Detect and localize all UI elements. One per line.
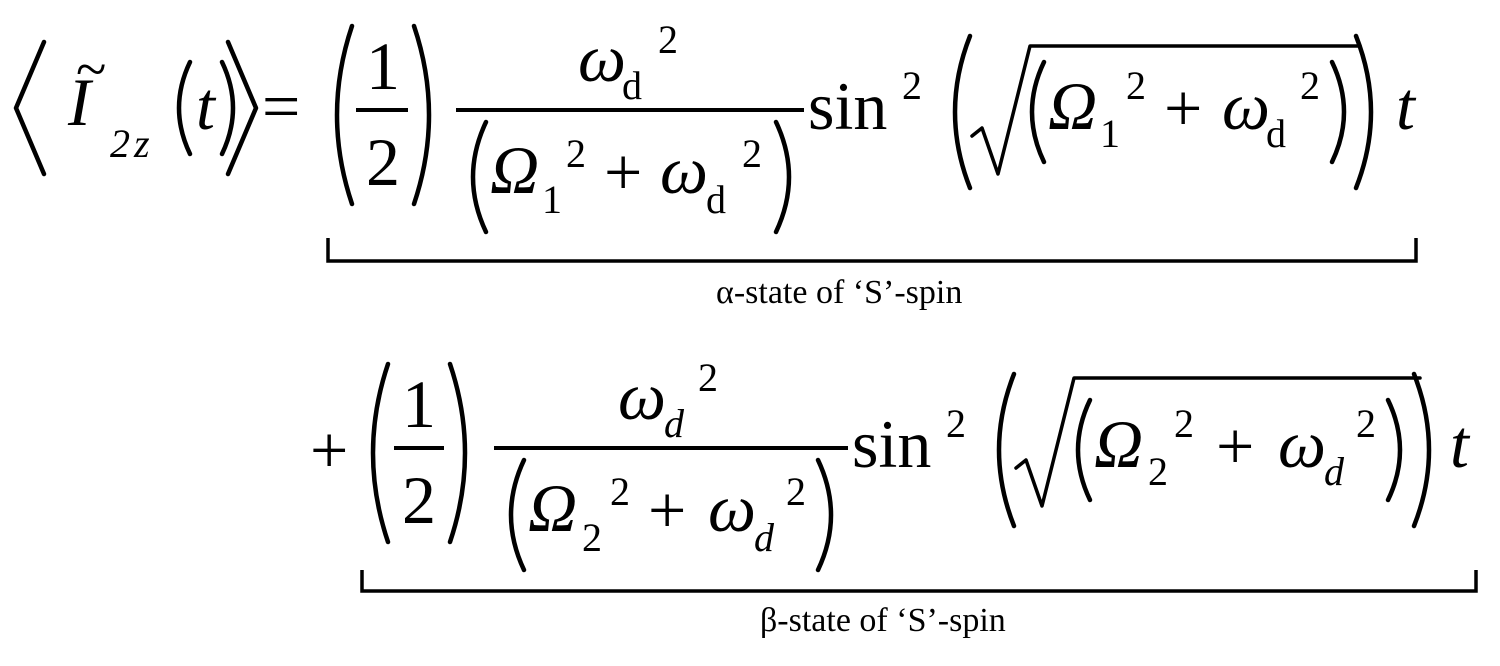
lhs-open-paren (176, 59, 193, 157)
term1-coef-numerator: 1 (366, 28, 400, 104)
term1-sin-close-paren (1353, 33, 1374, 191)
lhs-close-paren (219, 59, 236, 157)
term1-root-Omega-sub: 1 (1100, 111, 1120, 156)
term2-root-Omega-sub: 2 (1148, 449, 1168, 494)
lhs-tilde: ~ (76, 39, 107, 101)
term2-denom-Omega-pow: 2 (610, 469, 630, 514)
term2-coef-close-paren (447, 361, 468, 545)
left-angle-bracket (13, 39, 47, 177)
term2-coef-denominator: 2 (402, 462, 436, 538)
term2-denom-omega: ω (708, 470, 757, 546)
term2-denom-omega-pow: 2 (786, 469, 806, 514)
term2-num-omega: ω (618, 358, 667, 434)
term2-leading-plus: + (310, 412, 349, 488)
term1-denom-omega-sub: d (706, 177, 726, 222)
term1-denom-plus: + (604, 134, 643, 210)
term1-denom-close-paren (773, 119, 792, 235)
term2-root-omega-pow: 2 (1356, 401, 1376, 446)
term1-root-open-paren (1029, 59, 1047, 165)
term2-root-open-paren (1075, 397, 1093, 503)
term2-root-Omega-pow: 2 (1174, 401, 1194, 446)
term1-num-omega-sub: d (622, 63, 642, 108)
term2-root-omega: ω (1278, 406, 1327, 482)
term2-coef-open-paren (370, 361, 391, 545)
term2-sqrt-sign (1014, 376, 1422, 508)
term2-root-plus: + (1216, 408, 1255, 484)
term1-denom-open-paren (470, 119, 489, 235)
term2-denom-open-paren (508, 457, 527, 573)
term1-root-omega-sub: d (1266, 111, 1286, 156)
term1-coef-close-paren (411, 23, 432, 207)
term1-t: t (1396, 68, 1415, 144)
term1-root-omega: ω (1222, 68, 1271, 144)
term2-num-omega-sub: d (664, 401, 684, 446)
term2-root-Omega: Ω (1094, 406, 1144, 482)
term2-denom-omega-sub: d (754, 515, 774, 560)
term1-root-Omega: Ω (1048, 68, 1098, 144)
term1-sin: sin (808, 68, 888, 144)
term1-root-omega-pow: 2 (1300, 63, 1320, 108)
term2-denom-plus: + (648, 472, 687, 548)
term1-denom-omega: ω (660, 132, 709, 208)
term1-root-close-paren (1329, 59, 1347, 165)
term2-root-omega-sub: d (1324, 449, 1344, 494)
term1-bracket-label: α-state of ‘S’-spin (716, 274, 963, 311)
term1-underbracket (326, 238, 1418, 263)
term2-coef-fraction-bar (394, 446, 444, 450)
term2-fraction-bar (494, 446, 848, 450)
term1-num-omega-pow: 2 (658, 17, 678, 62)
term1-coef-fraction-bar (356, 108, 408, 112)
term2-denom-Omega: Ω (528, 470, 578, 546)
term1-num-omega: ω (578, 20, 627, 96)
term1-denom-omega-pow: 2 (742, 131, 762, 176)
term1-denom-Omega-sub: 1 (542, 177, 562, 222)
term2-root-close-paren (1385, 397, 1403, 503)
term1-coef-denominator: 2 (366, 124, 400, 200)
term2-underbracket (360, 570, 1478, 593)
term1-denom-Omega-pow: 2 (566, 131, 586, 176)
term2-sin-open-paren (996, 371, 1017, 529)
term1-sin-pow: 2 (902, 63, 922, 108)
term1-sqrt-sign (970, 44, 1362, 176)
lhs-I-symbol: I (68, 64, 91, 140)
term2-denom-Omega-sub: 2 (582, 515, 602, 560)
equals-sign: = (262, 68, 301, 144)
term1-denom-Omega: Ω (490, 132, 540, 208)
term2-bracket-label: β-state of ‘S’-spin (760, 602, 1006, 639)
term1-fraction-bar (456, 108, 804, 112)
lhs-subscript: 2z (110, 121, 154, 166)
term1-sin-open-paren (952, 33, 973, 191)
term2-denom-close-paren (815, 457, 834, 573)
term2-num-omega-pow: 2 (698, 355, 718, 400)
lhs-argument: t (196, 68, 215, 144)
term2-sin-close-paren (1411, 371, 1432, 529)
right-angle-bracket (225, 39, 259, 177)
term2-t: t (1450, 406, 1469, 482)
term2-sin-pow: 2 (946, 401, 966, 446)
term1-root-Omega-pow: 2 (1126, 63, 1146, 108)
term2-sin: sin (852, 406, 932, 482)
term2-coef-numerator: 1 (402, 366, 436, 442)
term1-root-plus: + (1164, 70, 1203, 146)
term1-coef-open-paren (334, 23, 355, 207)
